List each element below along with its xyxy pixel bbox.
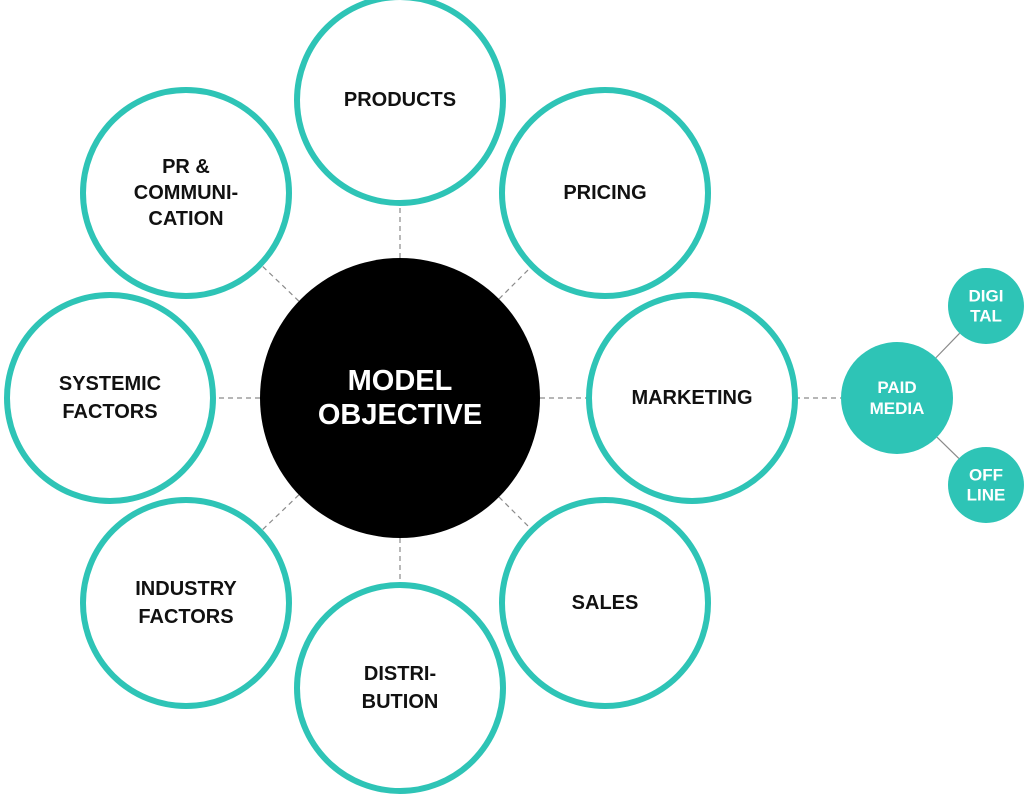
digital-node-label-line: TAL xyxy=(970,307,1002,326)
connector-digital xyxy=(935,332,961,359)
distribution-node[interactable]: DISTRI- BUTION xyxy=(294,582,506,794)
digital-node-label-line: DIGI xyxy=(969,287,1004,306)
sales-node[interactable]: SALES xyxy=(499,497,711,709)
sales-node-circle xyxy=(499,497,711,709)
model-objective-node-circle xyxy=(260,258,540,538)
pr-communication-node-circle xyxy=(80,87,292,299)
paid-media-node-circle xyxy=(841,342,953,454)
systemic-factors-node-label-line: SYSTEMIC xyxy=(59,373,161,395)
industry-factors-node-label-line: FACTORS xyxy=(138,606,233,628)
pricing-node[interactable]: PRICING xyxy=(499,87,711,299)
pricing-node-label-line: PRICING xyxy=(563,182,646,204)
marketing-node[interactable]: MARKETING xyxy=(586,292,798,504)
connector-sales xyxy=(498,496,533,531)
connector-pr-communication xyxy=(259,263,300,302)
model-objective-node-label-line: MODEL xyxy=(348,365,453,397)
paid-media-node[interactable]: PAID MEDIA xyxy=(841,342,953,454)
pr-communication-node-label-line: PR & xyxy=(162,156,210,178)
distribution-node-label-line: BUTION xyxy=(362,691,439,713)
offline-node-circle xyxy=(948,447,1024,523)
products-node-circle xyxy=(294,0,506,206)
pr-communication-node[interactable]: PR & COMMUNI- CATION xyxy=(80,87,292,299)
connector-pricing xyxy=(498,265,533,300)
offline-node-label-line: OFF xyxy=(969,466,1003,485)
marketing-node-circle xyxy=(586,292,798,504)
connector-industry-factors xyxy=(259,494,300,533)
pr-communication-node-label-line: CATION xyxy=(148,208,223,230)
connectors-layer xyxy=(213,203,961,585)
offline-node-label-line: LINE xyxy=(967,486,1006,505)
industry-factors-node[interactable]: INDUSTRY FACTORS xyxy=(80,497,292,709)
model-objective-node-label-line: OBJECTIVE xyxy=(318,399,482,431)
marketing-node-label-line: MARKETING xyxy=(631,387,752,409)
sales-node-label-line: SALES xyxy=(572,592,639,614)
industry-factors-node-circle xyxy=(80,497,292,709)
paid-media-node-label-line: MEDIA xyxy=(870,399,925,418)
connector-offline xyxy=(936,436,960,459)
industry-factors-node-label-line: INDUSTRY xyxy=(135,578,237,600)
systemic-factors-node-label-line: FACTORS xyxy=(62,401,157,423)
systemic-factors-node-circle xyxy=(4,292,216,504)
pricing-node-circle xyxy=(499,87,711,299)
distribution-node-label-line: DISTRI- xyxy=(364,663,436,685)
distribution-node-circle xyxy=(294,582,506,794)
products-node-label-line: PRODUCTS xyxy=(344,89,456,111)
pr-communication-node-label-line: COMMUNI- xyxy=(134,182,238,204)
products-node[interactable]: PRODUCTS xyxy=(294,0,506,206)
paid-media-node-label-line: PAID xyxy=(877,378,916,397)
digital-node-circle xyxy=(948,268,1024,344)
systemic-factors-node[interactable]: SYSTEMIC FACTORS xyxy=(4,292,216,504)
